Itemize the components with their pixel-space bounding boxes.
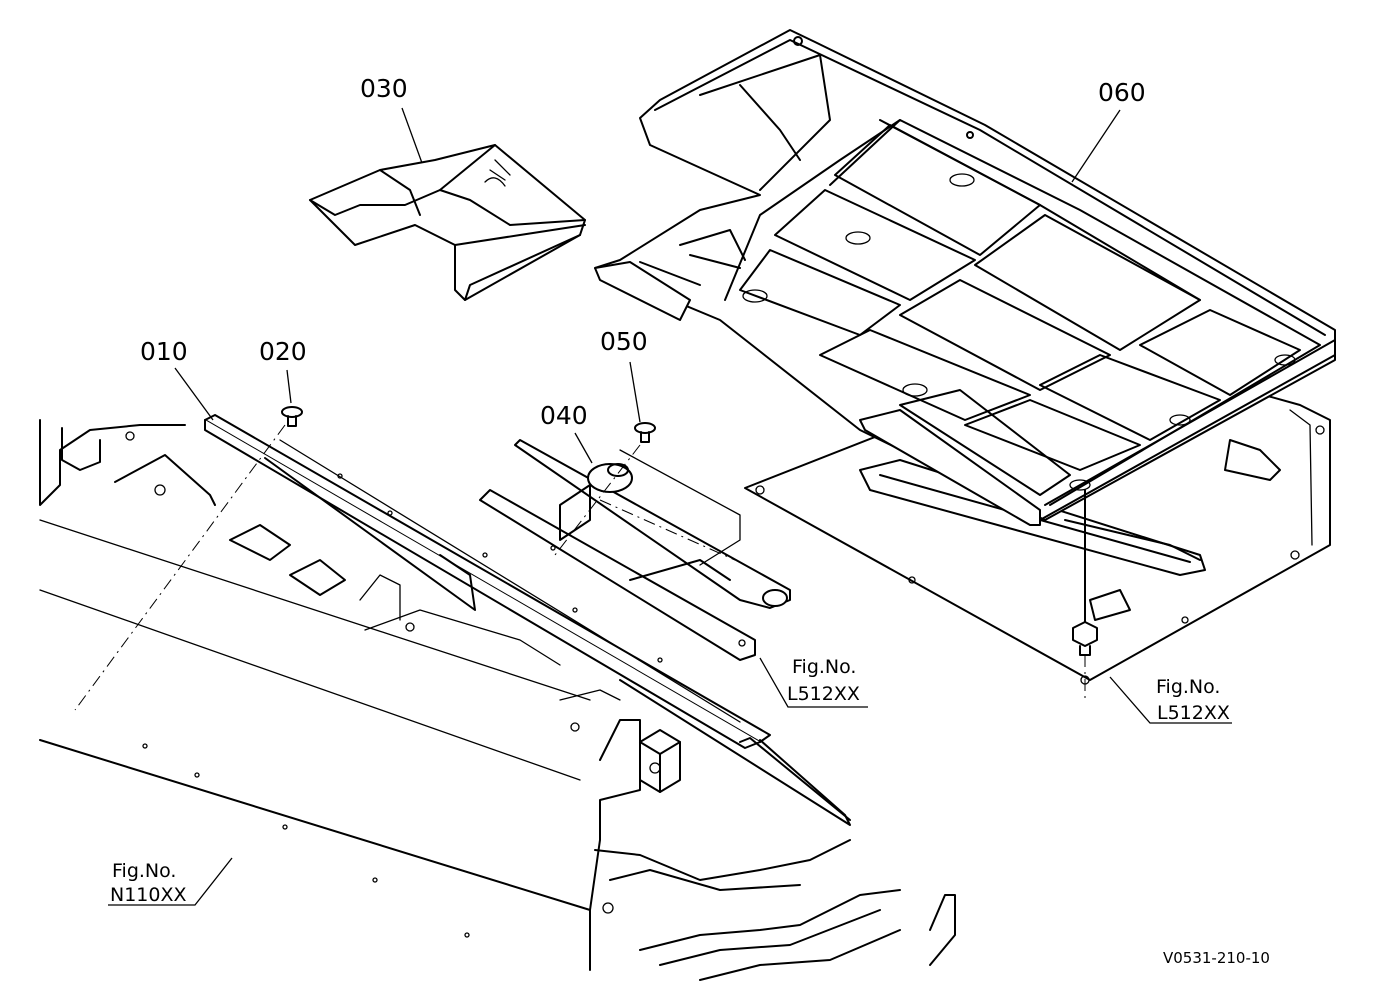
drawing-code: V0531-210-10 xyxy=(1163,949,1270,967)
part-label-050: 050 xyxy=(600,327,648,356)
part-label-030: 030 xyxy=(360,74,408,103)
part-label-010: 010 xyxy=(140,337,188,366)
fig-ref-label-3: Fig.No. xyxy=(112,860,176,882)
part-label-020: 020 xyxy=(259,337,307,366)
fig-ref-code-3: N110XX xyxy=(110,884,187,906)
part-060-cover xyxy=(594,29,1336,656)
center-lines xyxy=(74,424,1086,711)
fig-ref-label-1: Fig.No. xyxy=(792,656,856,678)
frame-body xyxy=(39,419,956,981)
part-040-plate xyxy=(479,439,791,661)
part-label-040: 040 xyxy=(540,401,588,430)
part-010-bar xyxy=(204,414,851,826)
part-label-060: 060 xyxy=(1098,78,1146,107)
leader-lines xyxy=(108,107,1232,906)
part-020-screw xyxy=(281,406,303,427)
fig-ref-label-2: Fig.No. xyxy=(1156,676,1220,698)
part-030-bracket xyxy=(309,144,586,301)
fig-ref-code-2: L512XX xyxy=(1157,702,1230,724)
part-050-screw xyxy=(634,422,656,443)
fig-ref-code-1: L512XX xyxy=(787,683,860,705)
